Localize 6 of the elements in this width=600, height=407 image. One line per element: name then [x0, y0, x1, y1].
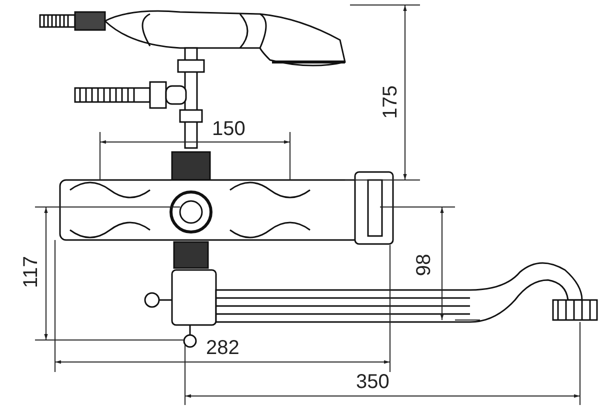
dimension-label: 350 [356, 372, 390, 392]
dimension-label: 150 [212, 119, 246, 139]
dimension-label: 282 [206, 338, 240, 358]
dimension-label: 175 [380, 85, 401, 119]
dimension-label: 117 [20, 256, 41, 288]
dimension-label: 98 [414, 254, 434, 276]
